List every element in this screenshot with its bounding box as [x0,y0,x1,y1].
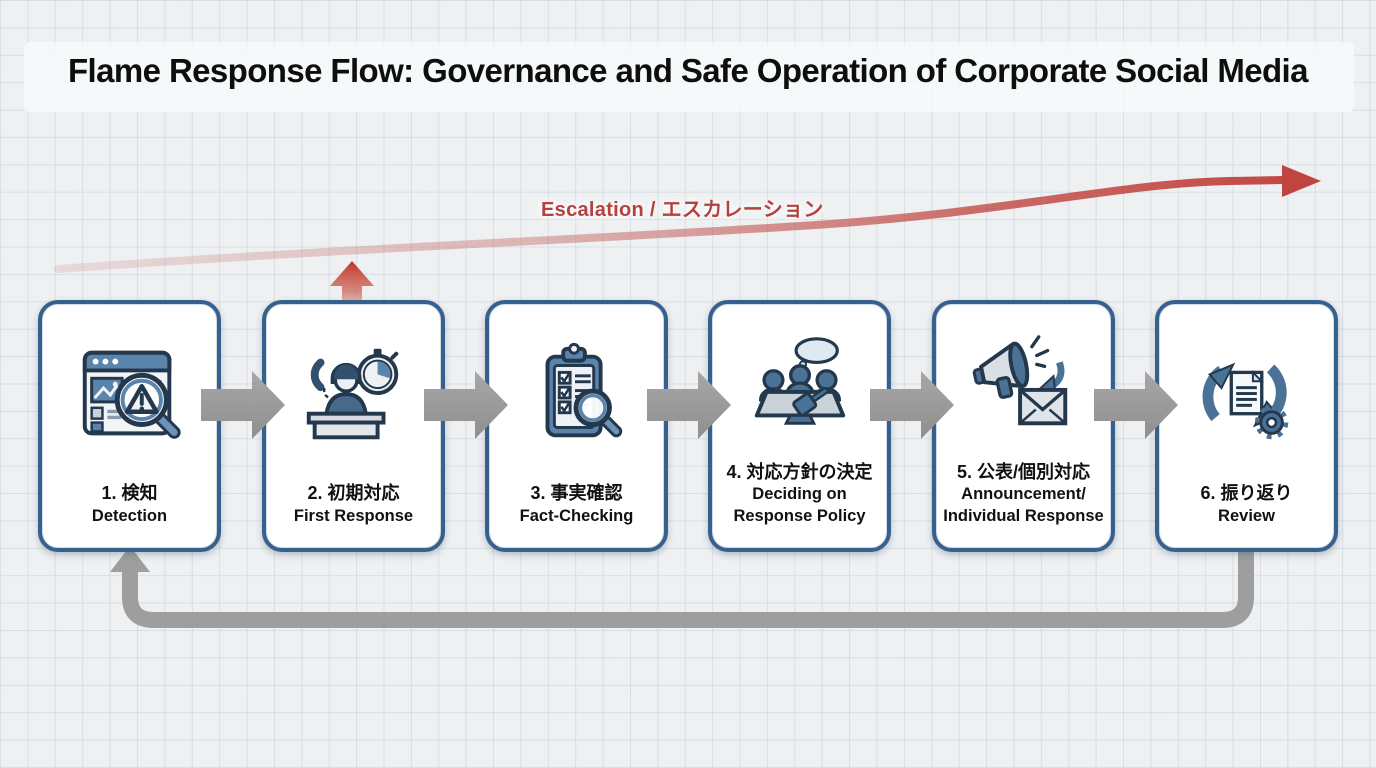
step-labels: 5. 公表/個別対応 Announcement/ Individual Resp… [939,461,1107,548]
step-en-label: First Response [293,507,414,526]
step-box-detection: 1. 検知 Detection [38,300,221,552]
step-jp-label: 3. 事実確認 [530,483,623,504]
step-jp-label: 5. 公表/個別対応 [956,461,1090,482]
operator-phone-stopwatch-icon [266,304,441,482]
step-en-label: Review [1218,507,1275,526]
step-jp-label: 1. 検知 [101,483,158,504]
step-labels: 3. 事実確認 Fact-Checking [516,482,638,548]
step-en-label: Announcement/ Individual Response [943,485,1104,526]
escalation-arrowhead-icon [1282,165,1321,197]
step-labels: 2. 初期対応 First Response [290,482,417,548]
step-en-label: Detection [91,507,168,526]
title-background-band [24,42,1354,112]
step-box-review: 6. 振り返り Review [1155,300,1338,552]
feedback-loop-arrow [122,550,1254,628]
step-box-first-response: 2. 初期対応 First Response [262,300,445,552]
step-jp-label: 6. 振り返り [1200,483,1293,504]
step-box-deciding-policy: 4. 対応方針の決定 Deciding on Response Policy [708,300,891,552]
meeting-gavel-thought-icon [712,304,887,461]
megaphone-envelope-icon [936,304,1111,461]
checklist-magnifier-icon [489,304,664,482]
step-jp-label: 4. 対応方針の決定 [726,461,873,482]
step-labels: 1. 検知 Detection [88,482,171,548]
browser-alert-magnifier-icon [42,304,217,482]
step-labels: 4. 対応方針の決定 Deciding on Response Policy [722,461,876,548]
page-title: Flame Response Flow: Governance and Safe… [68,52,1308,89]
step-labels: 6. 振り返り Review [1196,482,1296,548]
step-jp-label: 2. 初期対応 [307,483,400,504]
step-box-fact-checking: 3. 事実確認 Fact-Checking [485,300,668,552]
review-cycle-document-gear-icon [1159,304,1334,482]
step-en-label: Fact-Checking [519,507,634,526]
step-box-announcement: 5. 公表/個別対応 Announcement/ Individual Resp… [932,300,1115,552]
escalation-label: Escalation / エスカレーション [541,199,824,221]
step-en-label: Deciding on Response Policy [733,485,866,526]
